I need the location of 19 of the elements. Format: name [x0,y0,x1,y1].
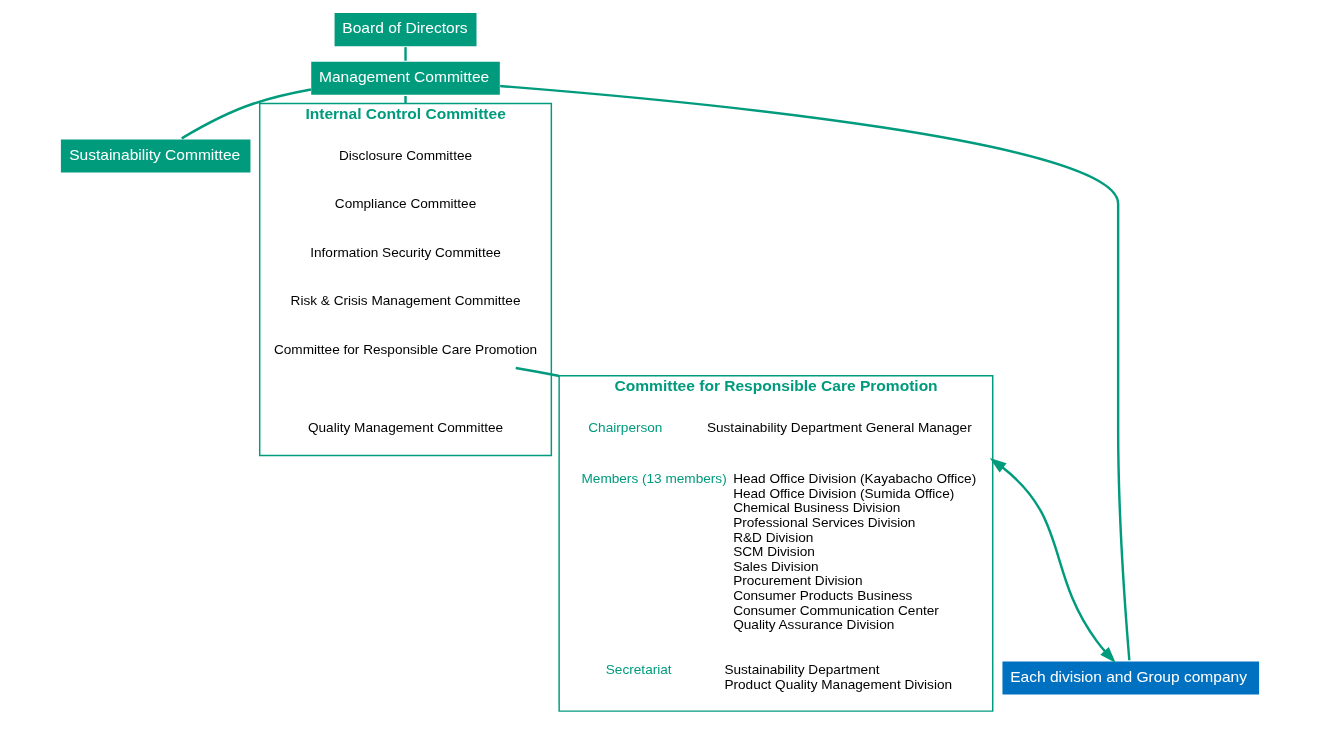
node-text: Secretariat Sustainability Department Product Quality Management Division [605,662,953,692]
node-text: Chairperson Sustainability Department General Manager [588,420,972,436]
node-text: Members (13 members) Head Office Division (Kayabacho Office) Head Office Division (Sumida Office) Chemical Business Division Professional Services Division R&D Division SCM Division Sales Division Procurement Division Consumer Products Business Consumer Communication Center Quality Assurance Division [581,471,977,633]
node-box: Management Committee [311,61,500,95]
node-box: Sustainability Committee [60,139,251,173]
connector [404,96,407,104]
node-text: Risk & Crisis Management Committee [290,293,521,309]
node-text: Quality Management Committee [307,419,504,435]
node-box: Each division and Group company [1002,661,1260,695]
connector [181,88,312,140]
node-box: Board of Directors [334,13,477,47]
node-text: Disclosure Committee [338,147,473,163]
connector [404,47,407,61]
arrow [989,458,1116,663]
node-text: Compliance Committee [334,196,477,212]
connector [500,84,1131,661]
node-text: Information Security Committee [310,244,501,260]
node-text: Committee for Responsible Care Promotion [273,342,538,358]
connector [515,366,560,378]
